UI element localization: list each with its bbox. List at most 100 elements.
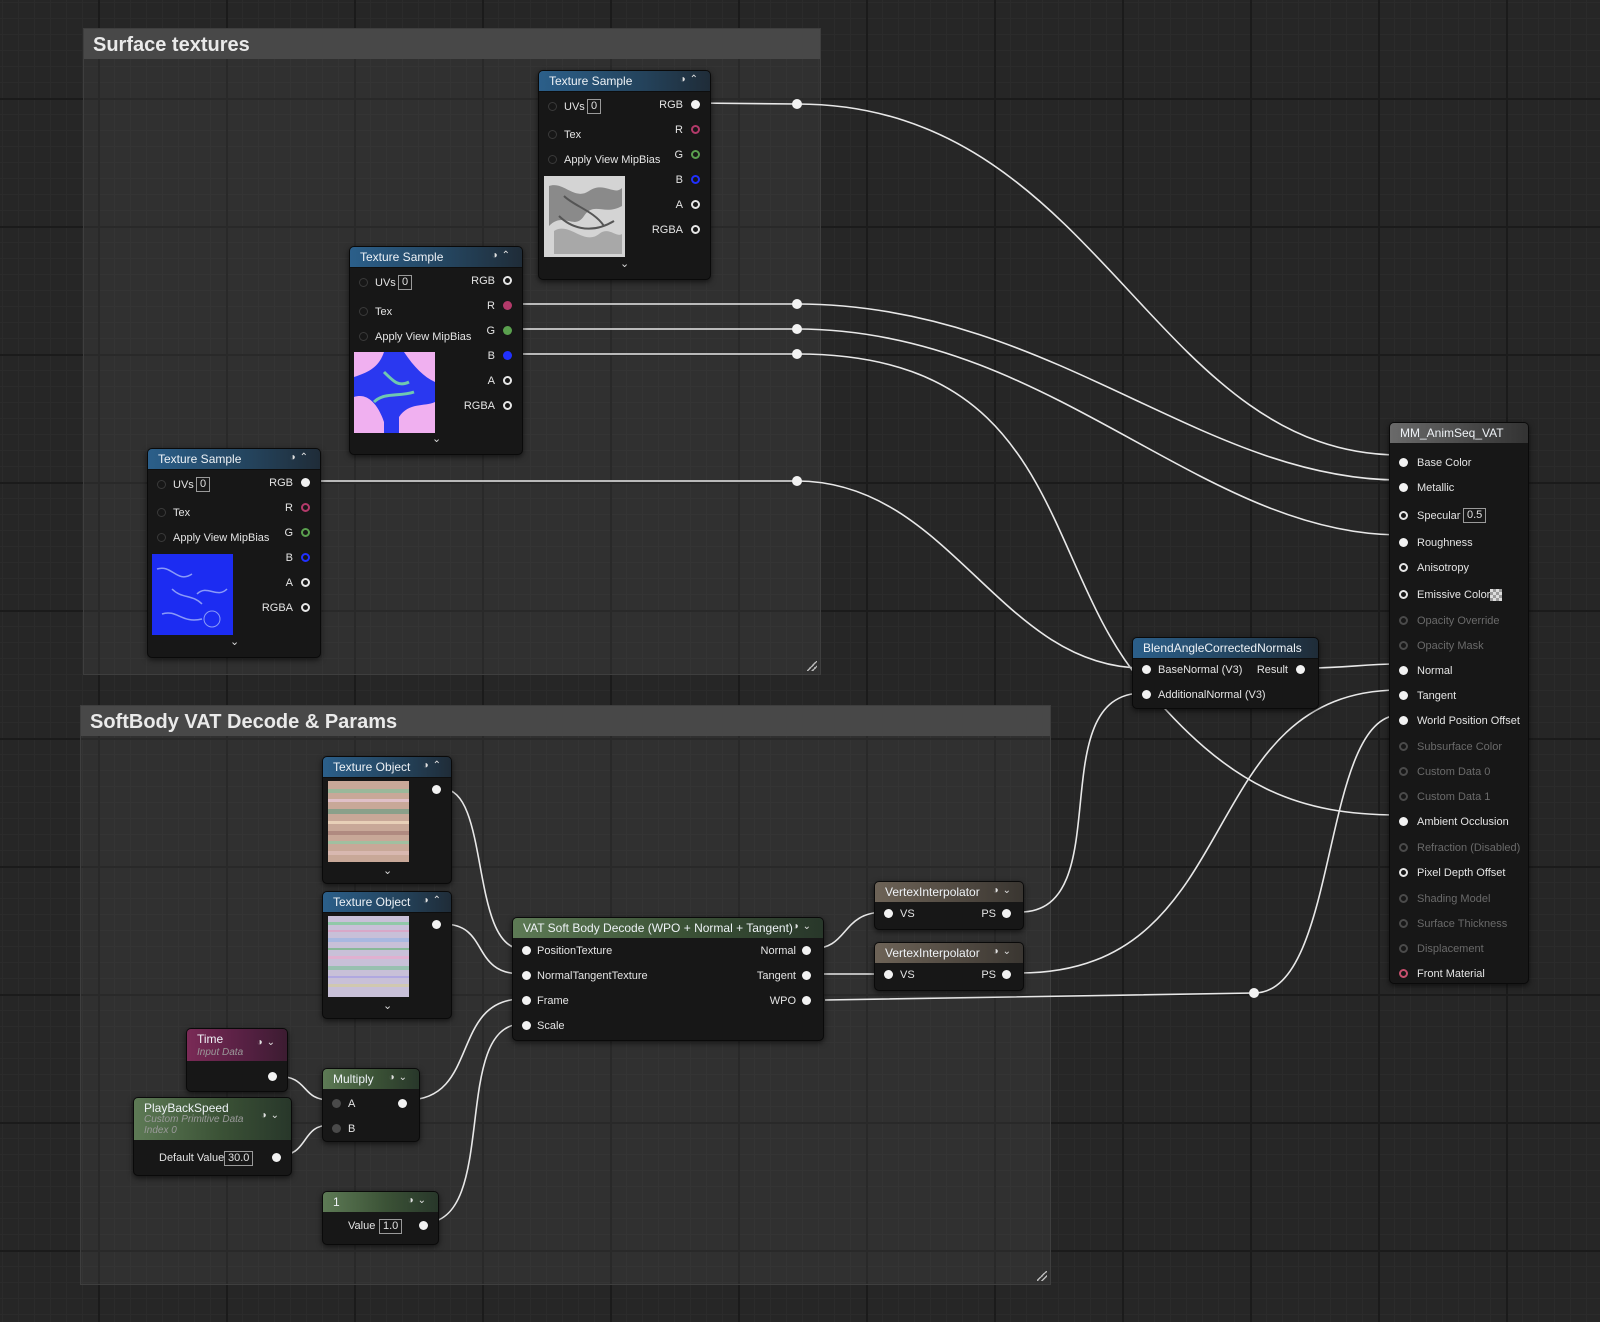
input-pin-additional-normal[interactable] [1142, 690, 1151, 699]
input-pin-ambient-occlusion[interactable] [1399, 817, 1408, 826]
output-pin-r[interactable] [503, 301, 512, 310]
input-pin-emissive-color[interactable] [1399, 590, 1408, 599]
node-title[interactable]: Texture Sample [148, 449, 320, 470]
uvs-value[interactable]: 0 [398, 275, 413, 290]
input-pin-specular[interactable] [1399, 511, 1408, 520]
output-pin-rgba[interactable] [301, 603, 310, 612]
blend-angle-corrected-normals-node[interactable]: BlendAngleCorrectedNormals BaseNormal (V… [1132, 637, 1319, 709]
node-header-icons[interactable]: ◑⌄ [388, 1072, 411, 1083]
input-pin-tex[interactable] [548, 130, 557, 139]
input-pin-uvs[interactable] [548, 102, 557, 111]
node-header-icons[interactable]: ◑⌄ [792, 921, 815, 932]
expand-chevron-icon[interactable]: ⌄ [230, 636, 240, 648]
node-title[interactable]: Multiply [323, 1069, 419, 1089]
node-title[interactable]: VertexInterpolator [875, 882, 1023, 902]
output-pin-playback[interactable] [272, 1153, 281, 1162]
input-pin-opacity-mask[interactable] [1399, 641, 1408, 650]
multiply-node[interactable]: Multiply ◑⌄ A B [322, 1068, 420, 1142]
node-header-icons[interactable]: ◑⌃ [491, 250, 514, 261]
node-title[interactable]: VAT Soft Body Decode (WPO + Normal + Tan… [513, 918, 823, 938]
output-pin-a[interactable] [691, 200, 700, 209]
node-header-icons[interactable]: ◑⌄ [256, 1037, 279, 1048]
input-pin-metallic[interactable] [1399, 483, 1408, 492]
output-pin-normal[interactable] [802, 946, 811, 955]
vat-softbody-decode-node[interactable]: VAT Soft Body Decode (WPO + Normal + Tan… [512, 917, 824, 1041]
resize-handle-icon[interactable] [1037, 1271, 1047, 1281]
input-pin-displacement[interactable] [1399, 944, 1408, 953]
input-pin-refraction-disabled[interactable] [1399, 843, 1408, 852]
input-pin-opacity-override[interactable] [1399, 616, 1408, 625]
output-pin-time[interactable] [268, 1072, 277, 1081]
node-header-icons[interactable]: ◑⌃ [422, 895, 445, 906]
output-pin-b[interactable] [691, 175, 700, 184]
node-title[interactable]: Texture Object [323, 892, 451, 913]
input-pin-anisotropy[interactable] [1399, 563, 1408, 572]
node-title[interactable]: Texture Sample [350, 247, 522, 268]
expand-chevron-icon[interactable]: ⌄ [432, 433, 442, 445]
texture-object-node-2[interactable]: Texture Object ◑⌃ ⌄ [322, 891, 452, 1019]
node-title[interactable]: Texture Object [323, 757, 451, 778]
node-header-icons[interactable]: ◑⌃ [289, 452, 312, 463]
input-pin-tex[interactable] [157, 508, 166, 517]
node-header-icons[interactable]: ◑⌄ [407, 1195, 430, 1206]
output-pin-a[interactable] [503, 376, 512, 385]
input-pin-mipbias[interactable] [157, 533, 166, 542]
output-pin-b[interactable] [503, 351, 512, 360]
input-pin-a[interactable] [332, 1099, 341, 1108]
uvs-value[interactable]: 0 [587, 99, 602, 114]
node-title[interactable]: BlendAngleCorrectedNormals [1133, 638, 1318, 659]
output-pin-ps[interactable] [1002, 970, 1011, 979]
output-pin-g[interactable] [691, 150, 700, 159]
output-pin-rgb[interactable] [691, 100, 700, 109]
output-pin-texture[interactable] [432, 920, 441, 929]
input-pin-b[interactable] [332, 1124, 341, 1133]
texture-sample-node-top[interactable]: Texture Sample ◑⌃ UVs 0 Tex Apply View M… [538, 70, 711, 280]
expand-chevron-icon[interactable]: ⌄ [620, 258, 630, 270]
node-title[interactable]: Time [187, 1029, 287, 1061]
texture-sample-node-bottom[interactable]: Texture Sample ◑⌃ UVs 0 Tex Apply View M… [147, 448, 321, 658]
node-title[interactable]: VertexInterpolator [875, 943, 1023, 963]
output-pin-ps[interactable] [1002, 909, 1011, 918]
node-header-icons[interactable]: ◑⌃ [422, 760, 445, 771]
output-pin-texture[interactable] [432, 785, 441, 794]
input-pin-normal[interactable] [1399, 666, 1408, 675]
input-pin-surface-thickness[interactable] [1399, 919, 1408, 928]
output-pin-r[interactable] [301, 503, 310, 512]
node-title[interactable]: 1 [323, 1192, 438, 1212]
input-pin-position-texture[interactable] [522, 946, 531, 955]
constant-node[interactable]: 1 ◑⌄ Value 1.0 [322, 1191, 439, 1245]
input-pin-front-material[interactable] [1399, 969, 1408, 978]
expand-chevron-icon[interactable]: ⌄ [383, 865, 393, 877]
input-pin-tex[interactable] [359, 307, 368, 316]
node-title[interactable]: Texture Sample [539, 71, 710, 92]
input-pin-normal-tangent-texture[interactable] [522, 971, 531, 980]
output-pin-g[interactable] [301, 528, 310, 537]
input-pin-base-normal[interactable] [1142, 665, 1151, 674]
output-pin-rgba[interactable] [503, 401, 512, 410]
node-header-icons[interactable]: ◑⌃ [679, 74, 702, 85]
node-title[interactable]: PlayBackSpeed [134, 1098, 291, 1140]
vertex-interpolator-node-1[interactable]: VertexInterpolator ◑⌄ VS PS [874, 881, 1024, 930]
input-pin-world-position-offset[interactable] [1399, 716, 1408, 725]
default-value-box[interactable]: 30.0 [224, 1151, 254, 1166]
output-pin-a[interactable] [301, 578, 310, 587]
output-pin-wpo[interactable] [802, 996, 811, 1005]
input-pin-mipbias[interactable] [548, 155, 557, 164]
input-pin-shading-model[interactable] [1399, 894, 1408, 903]
output-pin-rgb[interactable] [503, 276, 512, 285]
uvs-value[interactable]: 0 [196, 477, 211, 492]
input-pin-roughness[interactable] [1399, 538, 1408, 547]
input-pin-uvs[interactable] [359, 278, 368, 287]
input-pin-vs[interactable] [884, 970, 893, 979]
output-pin-b[interactable] [301, 553, 310, 562]
output-pin-tangent[interactable] [802, 971, 811, 980]
output-pin-rgba[interactable] [691, 225, 700, 234]
output-pin-rgb[interactable] [301, 478, 310, 487]
output-pin-result[interactable] [1296, 665, 1305, 674]
time-node[interactable]: Time Input Data ◑⌄ [186, 1028, 288, 1092]
input-pin-uvs[interactable] [157, 480, 166, 489]
node-title[interactable]: MM_AnimSeq_VAT [1390, 423, 1528, 443]
playback-speed-node[interactable]: PlayBackSpeed Custom Primitive Data Inde… [133, 1097, 292, 1176]
specular-value-box[interactable]: 0.5 [1463, 508, 1487, 523]
